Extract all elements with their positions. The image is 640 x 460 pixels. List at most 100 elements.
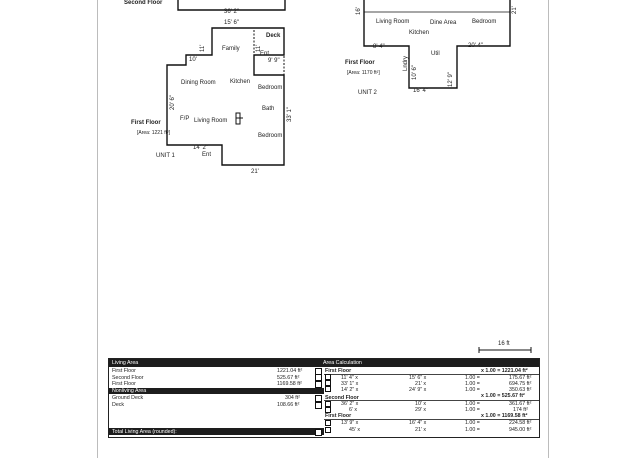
- second-floor-walls: [177, 0, 286, 11]
- calc-cell: 361.67 ft²: [509, 401, 532, 407]
- unit2-kitchen: Kitchen: [409, 30, 430, 36]
- room-kitchen: Kitchen: [230, 79, 251, 85]
- living-row-value: 1221.04 ft²: [277, 368, 303, 374]
- page-border-left: [97, 0, 98, 458]
- calc-checkbox[interactable]: [325, 427, 331, 433]
- living-row-value: 525.67 ft²: [277, 375, 300, 381]
- calc-section-summary: x 1.00 = 1169.58 ft²: [481, 413, 528, 419]
- calc-cell: 945.00 ft²: [509, 427, 532, 433]
- dim-unit1-right: 33' 1": [287, 107, 293, 122]
- calc-cell: 13' 9" x: [341, 420, 359, 426]
- nonliving-row-value: 304 ft²: [285, 395, 301, 401]
- nonliving-header: Nonliving Area: [112, 388, 147, 394]
- unit1-floor-label: First Floor: [131, 120, 161, 126]
- calc-cell: 33' 1" x: [341, 381, 359, 387]
- nonliving-row-value: 108.66 ft²: [277, 402, 300, 408]
- calc-checkbox[interactable]: [325, 380, 331, 386]
- total-label: Total Living Area (rounded):: [112, 429, 177, 435]
- unit1-area-label: [Area: 1221 ft²]: [137, 130, 171, 136]
- living-row-value: 1169.58 ft²: [277, 381, 302, 387]
- living-row-checkbox[interactable]: [315, 374, 322, 381]
- calc-cell: 1.00 =: [465, 387, 480, 393]
- unit2-util: Util: [431, 51, 440, 57]
- dim-9-9: 9' 9": [268, 58, 280, 64]
- nonliving-row-checkbox[interactable]: [315, 402, 322, 409]
- room-bedroom-top: Bedroom: [258, 85, 283, 91]
- dim-unit2-bottom: 16' 4": [413, 88, 428, 94]
- living-row-checkbox[interactable]: [315, 381, 322, 388]
- calc-cell: 36' 2" x: [341, 401, 359, 407]
- calc-cell: 24' 9" x: [409, 387, 427, 393]
- calc-cell: 29' x: [415, 407, 427, 413]
- living-area-header-bar: [109, 359, 539, 367]
- calc-section-title: First Floor: [325, 368, 352, 374]
- unit2-floor-label: First Floor: [345, 60, 375, 66]
- calc-cell: 16' 4" x: [409, 420, 427, 426]
- area-calc-header: Area Calculation: [323, 360, 362, 366]
- unit2-area-label: [Area: 1170 ft²]: [347, 70, 380, 76]
- living-area-header: Living Area: [112, 360, 139, 366]
- fireplace-symbol: [235, 112, 241, 125]
- total-value: 2916 ft²: [275, 429, 293, 435]
- nonliving-header-bar: [109, 388, 324, 394]
- calc-cell: 224.58 ft²: [509, 420, 532, 426]
- room-family: Family: [222, 46, 240, 52]
- unit1-label: UNIT 1: [156, 153, 175, 159]
- total-row-bar: [109, 428, 324, 435]
- nonliving-row-checkbox[interactable]: [315, 395, 322, 402]
- calc-section-title: Second Floor: [325, 395, 359, 401]
- living-row-name: First Floor: [112, 381, 136, 387]
- room-ent-bottom: Ent: [202, 152, 212, 158]
- dim-second-floor-width: 36' 2": [224, 9, 239, 15]
- fireplace-label: F/P: [180, 116, 190, 122]
- room-bedroom-bottom: Bedroom: [258, 133, 283, 139]
- room-deck: Deck: [266, 33, 281, 39]
- calc-cell: 1.00 =: [465, 381, 480, 387]
- calc-checkbox[interactable]: [325, 407, 331, 413]
- dim-10: 10': [189, 57, 197, 63]
- calc-checkbox[interactable]: [325, 401, 331, 407]
- calc-checkbox[interactable]: [325, 374, 331, 380]
- dim-20-4: 20' 4": [468, 43, 483, 49]
- unit2-living-room: Living Room: [376, 19, 410, 25]
- calc-cell: 21' x: [415, 381, 427, 387]
- dim-unit1-left: 20' 6": [170, 95, 176, 110]
- calc-cell: 694.75 ft²: [509, 381, 532, 387]
- calc-cell: 1.00 =: [465, 420, 480, 426]
- calc-section-summary: x 1.00 = 1221.04 ft²: [481, 368, 528, 374]
- calc-cell: 1.00 =: [465, 427, 480, 433]
- calc-cell: 15' 6" x: [409, 375, 427, 381]
- dim-family-side: 11': [200, 44, 206, 52]
- total-checkbox[interactable]: [315, 429, 322, 436]
- unit1-walls: [166, 27, 285, 166]
- nonliving-row-name: Ground Deck: [112, 395, 144, 401]
- calc-cell: 14' 2" x: [341, 387, 359, 393]
- calc-checkbox[interactable]: [325, 420, 331, 426]
- dim-unit1-top: 15' 6": [224, 20, 239, 26]
- room-living: Living Room: [194, 118, 228, 124]
- calc-cell: 11' 4" x: [341, 375, 358, 381]
- living-row-name: Second Floor: [112, 375, 144, 381]
- living-row-name: First Floor: [112, 368, 136, 374]
- dim-14-2: 14' 2": [193, 145, 208, 151]
- calc-cell: 10' x: [415, 401, 427, 407]
- calc-cell: 174 ft²: [513, 407, 529, 413]
- dim-unit2-right-lower: 12' 9": [448, 72, 454, 87]
- calc-cell: 350.63 ft²: [509, 387, 532, 393]
- dim-8-4: 8' 4": [373, 44, 385, 50]
- calc-cell: 175.67 ft²: [509, 375, 532, 381]
- unit2-dine-area: Dine Area: [430, 20, 457, 26]
- dim-unit2-left-lower: 10' 6": [412, 65, 418, 80]
- dim-unit2-top-right: 21': [512, 6, 518, 14]
- calc-cell: 45' x: [349, 427, 361, 433]
- calc-cell: 1.00 =: [465, 407, 480, 413]
- calc-cell: 1.00 =: [465, 401, 480, 407]
- unit2-label: UNIT 2: [358, 90, 377, 96]
- calc-checkbox[interactable]: [325, 386, 331, 392]
- calc-section-title: First Floor: [325, 413, 352, 419]
- dim-unit1-bottom: 21': [251, 169, 259, 175]
- scale-label: 16 ft: [498, 341, 510, 347]
- page-border-right: [548, 0, 549, 458]
